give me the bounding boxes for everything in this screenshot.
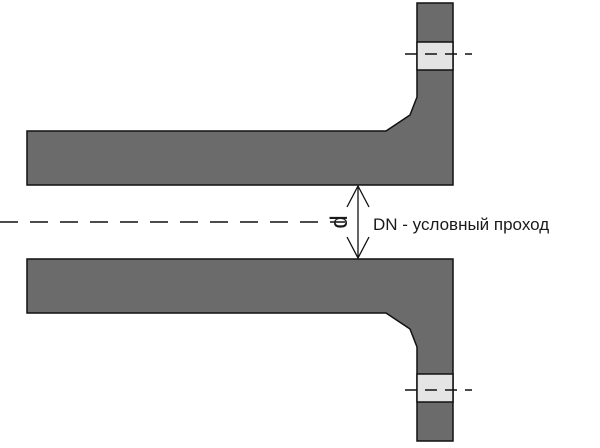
upper-bolt-hole [416,41,454,71]
dn-caption: DN - условный проход [373,215,549,234]
upper-flange-section [26,2,472,186]
lower-flange-section [26,258,472,442]
diameter-symbol: d [326,215,353,228]
lower-flange-body [26,258,454,442]
lower-bolt-hole [416,373,454,403]
upper-flange-body [26,2,454,186]
diameter-dimension-arrow [346,184,370,260]
